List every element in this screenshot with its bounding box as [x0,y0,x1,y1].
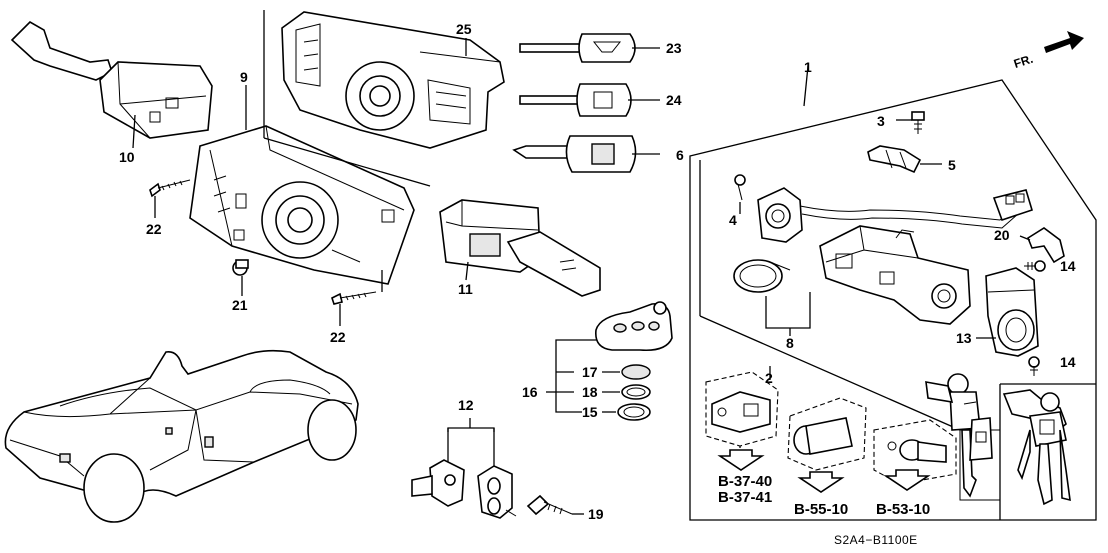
bolt-3 [896,111,925,134]
screw-22-upper [149,179,191,218]
key-23-part [519,33,660,63]
reference-b-37-41: B-37-41 [718,489,772,506]
direction-label: FR. [1012,52,1035,71]
callout-6: 6 [676,147,684,163]
clamp-5 [867,145,942,174]
callout-labels: 1 2 3 4 5 6 8 9 10 11 12 13 14 14 15 16 … [119,21,1076,522]
callout-9: 9 [240,69,248,85]
screw-21 [232,259,249,296]
ignition-switch-part [757,187,1033,243]
remote-transmitter-part [595,301,673,352]
door-switch-part [411,418,517,519]
callout-12: 12 [458,397,474,413]
callout-11: 11 [458,281,473,297]
combination-switch-part [10,21,213,149]
callout-16: 16 [522,384,538,400]
callout-15: 15 [582,404,598,420]
callout-23: 23 [666,40,682,56]
callout-22-lower: 22 [330,329,346,345]
front-direction-arrow: FR. [1012,31,1084,71]
callout-14-lower: 14 [1060,354,1076,370]
callout-13: 13 [956,330,972,346]
callout-8: 8 [786,335,794,351]
callout-20: 20 [994,227,1010,243]
reference-b-55-10: B-55-10 [794,501,848,518]
screw-19 [526,494,584,516]
cylinder-housing-13 [976,267,1039,357]
callout-10: 10 [119,149,135,165]
callout-2: 2 [765,370,773,386]
key-set-right [1002,389,1071,506]
cover-15 [617,403,651,421]
lock-assembly-frame [689,65,1097,521]
glove-box-lock-set [873,419,957,491]
seal-18 [621,384,651,400]
callout-14-upper: 14 [1060,258,1076,274]
reference-b-37-40: B-37-40 [718,473,772,490]
screw-14-upper [1024,260,1046,272]
callout-4: 4 [729,212,737,228]
steering-lock-part [819,225,971,325]
reference-b-53-10: B-53-10 [876,501,930,518]
section-references: B-37-40 B-37-41 B-55-10 B-53-10 [718,473,930,518]
screw-22-lower [331,270,383,326]
cable-reel-body-part [189,85,415,285]
screw-14-lower [1028,356,1040,376]
battery-17 [621,364,651,380]
column-bracket-part [263,10,505,187]
vehicle-outline [4,349,359,523]
callout-18: 18 [582,384,598,400]
key-6-part [512,135,660,173]
callout-5: 5 [948,157,956,173]
ring-8 [733,259,811,336]
callout-3: 3 [877,113,885,129]
key-set-left [925,373,993,498]
callout-19: 19 [588,506,604,522]
wiper-switch-part [439,199,601,297]
callout-24: 24 [666,92,682,108]
arrow-icon [1044,31,1084,53]
screw-4 [734,174,746,214]
callout-22-upper: 22 [146,221,162,237]
callout-1: 1 [804,59,812,75]
callout-21: 21 [232,297,248,313]
door-lock-cylinder-set [705,366,779,471]
remote-leader-lines [546,339,620,413]
trunk-lock-cylinder-set [787,397,867,493]
callout-17: 17 [582,364,598,380]
key-24-part [519,83,660,117]
callout-25: 25 [456,21,472,37]
clip-20 [1019,227,1065,264]
diagram-code: S2A4−B1100E [834,533,918,547]
